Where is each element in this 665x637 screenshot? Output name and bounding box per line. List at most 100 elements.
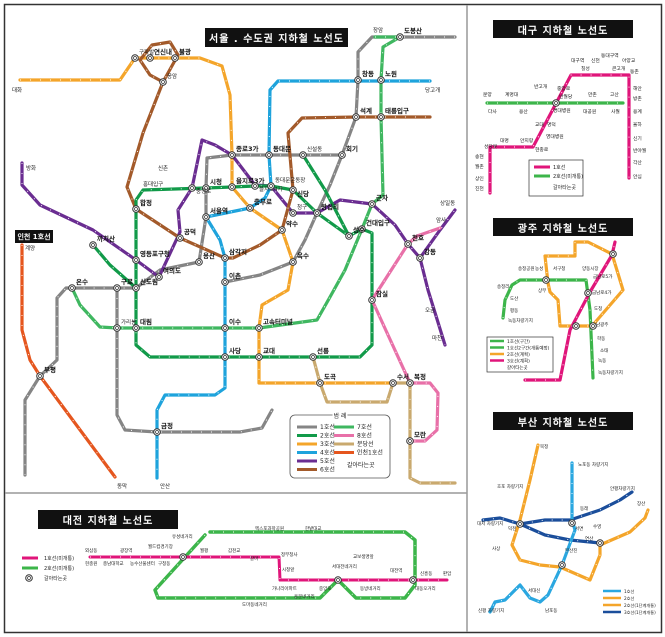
transfer-station-icon[interactable] (251, 182, 259, 190)
station-label[interactable]: 평동 (510, 307, 518, 314)
station-label[interactable]: 까치산 (97, 234, 115, 243)
station-label[interactable]: 남포동 (545, 607, 557, 614)
station-label[interactable]: 서구청 (553, 265, 565, 272)
station-label[interactable]: 금남로5가 (593, 273, 612, 280)
station-label[interactable]: 구로 (121, 278, 133, 286)
transfer-station-icon[interactable] (89, 241, 97, 249)
station-label[interactable]: 강동 (424, 247, 436, 256)
station-label[interactable]: 녹동차량기지 (508, 317, 533, 324)
station-label[interactable]: 송정리 (497, 283, 509, 290)
transfer-station-icon[interactable] (159, 78, 167, 86)
station-label[interactable]: 도곡 (324, 373, 336, 381)
station-label[interactable]: 금정 (161, 421, 173, 430)
transfer-station-icon[interactable] (568, 519, 576, 527)
transfer-station-icon[interactable] (25, 574, 33, 582)
station-label[interactable]: 서울역 (210, 206, 228, 215)
transfer-station-icon[interactable] (146, 54, 154, 62)
station-label[interactable]: 송현 (475, 153, 484, 160)
station-label[interactable]: 시청 (210, 177, 222, 186)
transfer-station-icon[interactable] (255, 324, 263, 332)
station-label[interactable]: 노원 (385, 69, 397, 78)
station-label[interactable]: 녹동차량기지 (598, 369, 623, 376)
station-label[interactable]: 방화 (26, 164, 36, 172)
station-label[interactable]: 반월당 (559, 93, 573, 100)
station-label[interactable]: 고산 (610, 91, 619, 98)
station-label[interactable]: 녹동 (598, 358, 606, 364)
station-label[interactable]: 유성네거리 (172, 533, 193, 540)
station-label[interactable]: 당고개 (425, 86, 440, 94)
station-label[interactable]: 도마동네거리 (242, 601, 267, 608)
station-label[interactable]: 갈마 (250, 555, 259, 562)
station-label[interactable]: 안심 (633, 173, 642, 180)
station-label[interactable]: 한밭대교 (305, 525, 322, 532)
station-label[interactable]: 다사 (488, 108, 497, 115)
transfer-station-icon[interactable] (221, 353, 229, 361)
station-label[interactable]: 호포 차량기지 (497, 483, 523, 490)
station-label[interactable]: 모란 (414, 430, 426, 439)
station-label[interactable]: 반고개 (534, 83, 547, 90)
transfer-station-icon[interactable] (609, 250, 617, 258)
station-label[interactable]: 서면 (575, 525, 583, 532)
transfer-station-icon[interactable] (132, 205, 140, 213)
station-label[interactable]: 수영 (593, 523, 601, 530)
transfer-station-icon[interactable] (584, 289, 592, 297)
station-label[interactable]: 잠실 (376, 289, 388, 298)
transfer-station-icon[interactable] (132, 256, 140, 264)
station-label[interactable]: 도산 (510, 295, 518, 302)
station-label[interactable]: 학동 (597, 335, 605, 342)
station-label[interactable]: 월촌 (475, 163, 484, 170)
station-label[interactable]: 약수 (286, 219, 298, 228)
transfer-station-icon[interactable] (358, 225, 366, 233)
station-label[interactable]: 영등포구청 (140, 249, 170, 258)
station-label[interactable]: 진천 (475, 185, 484, 192)
station-label[interactable]: 율하 (633, 121, 642, 128)
transfer-station-icon[interactable] (153, 428, 161, 436)
transfer-station-icon[interactable] (228, 183, 236, 191)
station-label[interactable]: 이촌 (229, 271, 241, 280)
station-label[interactable]: 신설동 (307, 145, 322, 153)
station-label[interactable]: 불광 (179, 47, 191, 56)
station-label[interactable]: 칠성 (581, 65, 590, 72)
station-label[interactable]: 구청동 (158, 561, 170, 567)
transfer-station-icon[interactable] (289, 186, 297, 194)
station-label[interactable]: 청구 (297, 204, 307, 211)
transfer-station-icon[interactable] (221, 278, 229, 286)
station-label[interactable]: 부평 (44, 365, 56, 374)
station-label[interactable]: 수서 (397, 372, 409, 381)
station-label[interactable]: 건대입구 (366, 218, 390, 227)
transfer-station-icon[interactable] (516, 520, 524, 528)
station-label[interactable]: 태릉입구 (385, 106, 409, 115)
station-label[interactable]: 남광주 (596, 321, 608, 328)
station-label[interactable]: 교대 (535, 121, 544, 128)
station-label[interactable]: 대명 (500, 137, 509, 144)
station-label[interactable]: 신기 (633, 135, 642, 142)
station-label[interactable]: 장산 (637, 500, 645, 507)
station-label[interactable]: 대전역 (390, 567, 402, 574)
transfer-station-icon[interactable] (377, 76, 385, 84)
station-label[interactable]: 연산 (585, 535, 593, 542)
station-label[interactable]: 금남로4가 (592, 289, 611, 296)
station-label[interactable]: 온수 (76, 277, 88, 286)
station-label[interactable]: 월평 (200, 547, 208, 554)
transfer-station-icon[interactable] (334, 576, 342, 584)
transfer-station-icon[interactable] (246, 204, 254, 212)
transfer-station-icon[interactable] (299, 151, 307, 159)
station-label[interactable]: 안산 (160, 482, 170, 490)
station-label[interactable]: 소태 (600, 347, 608, 354)
station-label[interactable]: 복정 (414, 372, 426, 381)
station-label[interactable]: 덕천 (508, 525, 516, 532)
station-label[interactable]: 용산 (519, 108, 528, 115)
station-label[interactable]: 큰고개 (612, 65, 625, 72)
transfer-station-icon[interactable] (404, 240, 412, 248)
station-label[interactable]: 구파발 (139, 48, 154, 56)
station-label[interactable]: 홍대입구 (143, 180, 163, 188)
transfer-station-icon[interactable] (255, 353, 263, 361)
station-label[interactable]: 안평차량기지 (610, 485, 635, 492)
station-label[interactable]: 신흥동 (420, 570, 432, 577)
station-label[interactable]: 아양교 (622, 57, 636, 64)
transfer-station-icon[interactable] (221, 324, 229, 332)
transfer-station-icon[interactable] (176, 234, 184, 242)
transfer-station-icon[interactable] (188, 184, 196, 192)
station-label[interactable]: 회기 (346, 144, 358, 153)
station-label[interactable]: 외삼동 (85, 547, 97, 554)
